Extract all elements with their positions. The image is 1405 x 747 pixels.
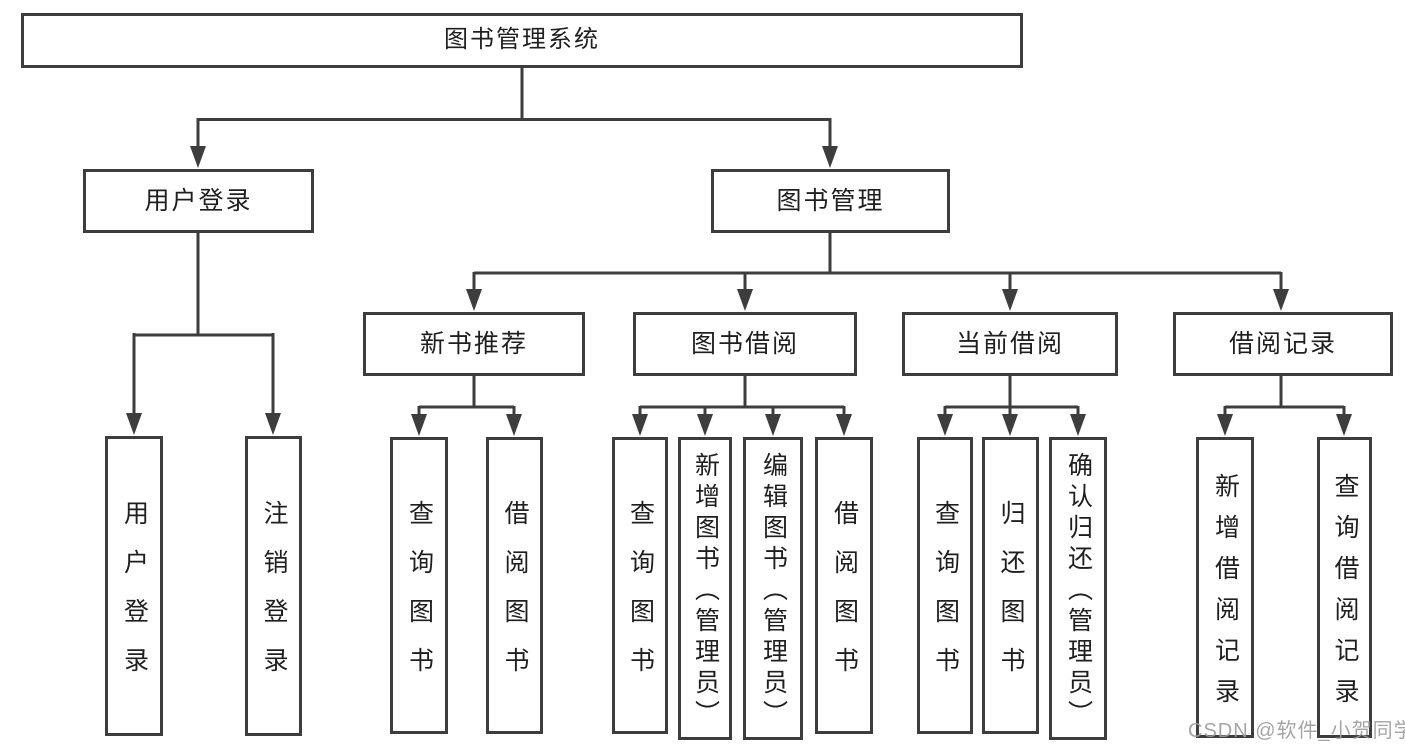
node-leaf-current-return-book: 归还图书 — [982, 437, 1039, 734]
node-leaf-borrow-add-book-admin: 新增图书（管理员） — [678, 437, 732, 740]
node-library-system: 图书管理系统 — [21, 13, 1023, 68]
node-user-login: 用户登录 — [83, 169, 314, 233]
node-current-borrow: 当前借阅 — [902, 312, 1118, 376]
node-leaf-recommend-borrow-book: 借阅图书 — [486, 437, 543, 734]
node-leaf-logout: 注销登录 — [245, 436, 302, 736]
node-leaf-current-query-book: 查询图书 — [917, 437, 973, 734]
node-leaf-recommend-query-book: 查询图书 — [390, 437, 448, 734]
node-leaf-borrow-query-book: 查询图书 — [612, 437, 668, 734]
node-leaf-borrow-edit-book-admin: 编辑图书（管理员） — [743, 437, 803, 740]
watermark-text: CSDN @软件_小贺同学 — [1188, 720, 1405, 742]
node-new-book-recommend: 新书推荐 — [363, 312, 585, 376]
node-leaf-user-login: 用户登录 — [105, 436, 163, 736]
node-leaf-records-query-record: 查询借阅记录 — [1317, 437, 1372, 738]
node-borrow-records: 借阅记录 — [1173, 312, 1393, 376]
node-leaf-current-confirm-return-admin: 确认归还（管理员） — [1049, 437, 1107, 740]
node-book-borrow: 图书借阅 — [633, 312, 857, 376]
node-leaf-records-add-record: 新增借阅记录 — [1196, 437, 1254, 738]
node-book-management: 图书管理 — [711, 169, 950, 233]
node-leaf-borrow-borrow-book: 借阅图书 — [815, 437, 873, 734]
